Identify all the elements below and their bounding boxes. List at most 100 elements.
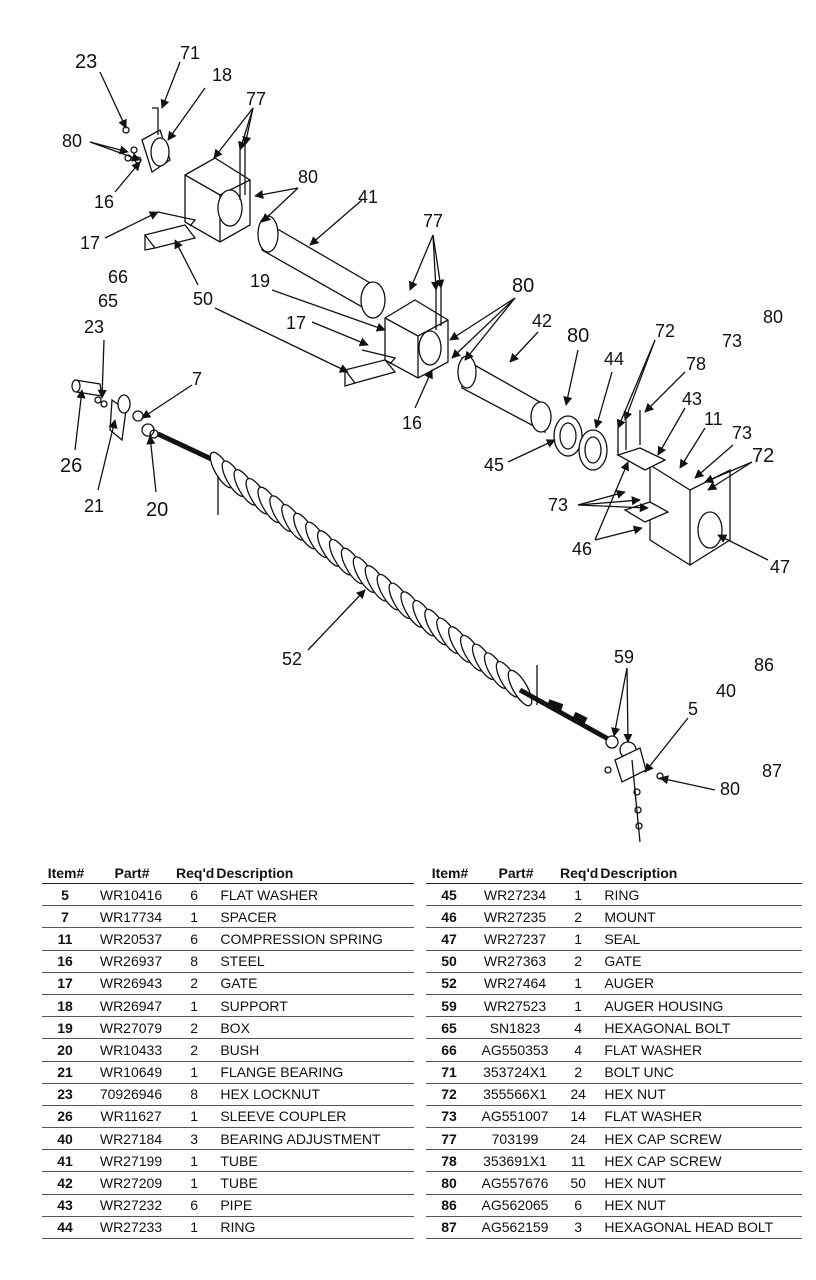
cell-part: 353724X1 (472, 1061, 558, 1084)
header-reqd: Req'd (174, 862, 215, 884)
cell-req: 1 (558, 927, 599, 951)
callout-72: 72 (655, 321, 676, 341)
cell-desc: FLAT WASHER (598, 1038, 802, 1062)
leader-73c-1 (577, 489, 626, 506)
cell-req: 1 (174, 994, 215, 1018)
cell-item: 72 (426, 1083, 472, 1106)
cell-req: 2 (558, 1061, 599, 1084)
cell-req: 2 (558, 905, 599, 929)
callout-18: 18 (212, 65, 233, 85)
cell-desc: RING (598, 883, 802, 907)
leader-80c-1 (449, 297, 516, 341)
box-part-19-a (184, 145, 251, 243)
auger-flight (507, 669, 533, 707)
cell-req: 1 (174, 1105, 215, 1129)
cell-part: WR27232 (88, 1194, 174, 1217)
leader-73b (694, 444, 734, 479)
cell-desc: GATE (214, 972, 414, 995)
cell-part: WR26943 (88, 972, 174, 995)
cell-desc: HEX NUT (598, 1083, 802, 1106)
cell-desc: SUPPORT (214, 994, 414, 1018)
leader-5 (644, 717, 689, 773)
box-part-19-b (384, 288, 449, 379)
leader-73c-3 (577, 503, 649, 513)
cell-desc: HEXAGONAL HEAD BOLT (598, 1216, 802, 1240)
callout-23: 23 (75, 51, 98, 73)
cell-part: WR20537 (88, 927, 174, 951)
cell-part: AG550353 (472, 1038, 558, 1062)
callout-80: 80 (62, 131, 83, 151)
leader-80c-2 (451, 297, 516, 359)
cell-req: 24 (558, 1083, 599, 1106)
cell-req: 1 (558, 883, 599, 907)
cell-part: 353691X1 (472, 1149, 558, 1173)
header-item: Item# (42, 862, 88, 884)
cell-item: 41 (42, 1149, 88, 1173)
callout-40: 40 (716, 681, 737, 701)
cell-desc: TUBE (214, 1171, 414, 1195)
cell-desc: HEX LOCKNUT (214, 1083, 414, 1106)
auger-part-52 (209, 451, 533, 707)
cell-req: 11 (558, 1149, 599, 1173)
leader-80d (563, 349, 579, 406)
cell-req: 14 (558, 1105, 599, 1129)
cell-item: 40 (42, 1127, 88, 1151)
leader-77b-3 (432, 234, 445, 289)
cell-item: 87 (426, 1216, 472, 1240)
callout-17: 17 (286, 313, 307, 333)
cell-part: WR26937 (88, 950, 174, 973)
callout-45: 45 (484, 455, 505, 475)
cell-item: 11 (42, 927, 88, 951)
cell-item: 50 (426, 950, 472, 973)
cell-item: 21 (42, 1061, 88, 1084)
cell-item: 23 (42, 1083, 88, 1106)
callout-80: 80 (567, 325, 590, 347)
leader-80f (659, 775, 716, 791)
cell-req: 3 (174, 1127, 215, 1151)
cell-desc: AUGER HOUSING (598, 994, 802, 1018)
shaft-left-parts (71, 379, 224, 515)
cell-part: WR17734 (88, 905, 174, 929)
leader-43 (657, 407, 686, 456)
leader-16a (114, 161, 141, 193)
cell-desc: FLAT WASHER (598, 1105, 802, 1129)
leader-45 (507, 439, 556, 463)
cell-part: WR26947 (88, 994, 174, 1018)
cell-desc: BOX (214, 1016, 414, 1040)
callout-80: 80 (763, 307, 784, 327)
callout-86: 86 (754, 655, 775, 675)
leader-18 (167, 87, 206, 141)
cell-part: WR10416 (88, 883, 174, 907)
leader-20 (146, 435, 157, 493)
leader-50a (174, 239, 199, 286)
cell-part: WR27234 (472, 883, 558, 907)
cell-req: 8 (174, 950, 215, 973)
cell-part: WR10433 (88, 1038, 174, 1062)
cell-desc: AUGER (598, 972, 802, 995)
header-item: Item# (426, 862, 472, 884)
cell-item: 42 (42, 1171, 88, 1195)
cell-part: 355566X1 (472, 1083, 558, 1106)
cell-req: 6 (174, 883, 215, 907)
cell-part: 703199 (472, 1127, 558, 1151)
callout-50: 50 (193, 289, 214, 309)
cell-req: 50 (558, 1171, 599, 1195)
callout-46: 46 (572, 539, 593, 559)
leader-11 (679, 427, 706, 469)
cell-item: 44 (42, 1216, 88, 1240)
callout-7: 7 (192, 369, 203, 389)
cell-req: 1 (174, 1171, 215, 1195)
cell-item: 7 (42, 905, 88, 929)
cell-req: 4 (558, 1016, 599, 1040)
leader-50b (214, 307, 349, 373)
callout-77: 77 (423, 211, 444, 231)
